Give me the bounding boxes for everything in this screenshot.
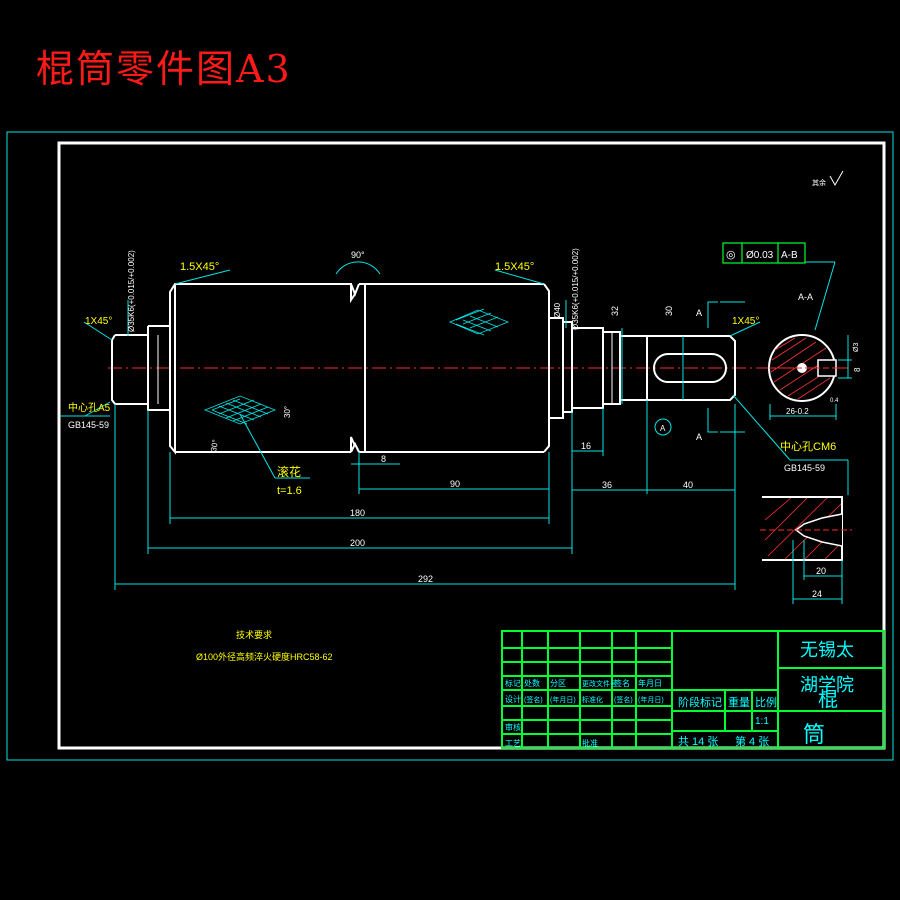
total-sheets: 共 14 张 xyxy=(678,735,718,748)
dim-20: 20 xyxy=(816,566,826,576)
section-label: A-A xyxy=(798,292,813,302)
chamfer-right-end: 1X45° xyxy=(732,316,759,327)
part-name-1: 棍 xyxy=(818,688,838,711)
title-block-text: 无锡太 湖学院 棍 筒 标记 处数 分区 更改文件号 签名 年月日 设计 (签名… xyxy=(505,640,854,748)
knurl-hatch-right xyxy=(448,308,510,336)
center-hole-right-1: 中心孔CM6 xyxy=(780,440,836,453)
cut-mark-top: A xyxy=(696,308,702,318)
dim-30: 30 xyxy=(664,306,674,316)
company-line2: 湖学院 xyxy=(800,675,854,695)
groove-angle: 90° xyxy=(351,250,365,260)
dimension-lines xyxy=(60,261,849,590)
tb-row1-2: 分区 xyxy=(550,679,566,688)
outer-frame xyxy=(6,131,894,761)
tol-right-shoulder: Ø40 xyxy=(553,302,562,318)
tb-row2-3: 标准化 xyxy=(582,695,603,704)
cut-mark-bottom: A xyxy=(696,432,702,442)
section-a-a: A-A xyxy=(760,292,852,420)
center-hole-right-2: GB145-59 xyxy=(784,463,825,473)
sheet-no: 第 4 张 xyxy=(735,734,769,748)
dim-key-d: Ø3 xyxy=(853,343,860,352)
tb-row2-2: (年月日) xyxy=(550,695,576,704)
roughness-note: 其余 xyxy=(812,178,826,187)
part-name-2: 筒 xyxy=(803,722,825,747)
gdt-frame: ◎ Ø0.03 A-B xyxy=(722,242,806,264)
dim-40: 40 xyxy=(683,480,693,490)
tech-req-line1: Ø100外径高频淬火硬度HRC58-62 xyxy=(196,651,333,662)
gdt-datum: A-B xyxy=(781,250,798,261)
tech-req-heading: 技术要求 xyxy=(236,629,272,640)
tb-row2-0: 设计 xyxy=(505,694,521,704)
page-title: 棍筒零件图A3 xyxy=(36,47,292,91)
tb-row1-5: 年月日 xyxy=(638,678,662,688)
tol-right-diameter: Ø35K6(+0.015/+0.002) xyxy=(571,248,580,330)
dim-key-h: 0.4 xyxy=(830,398,839,404)
dim-key-width: 8 xyxy=(853,367,862,372)
knurl-label: 滚花 xyxy=(277,464,301,479)
knurl-pitch: t=1.6 xyxy=(277,485,302,497)
tb-row1-3: 更改文件号 xyxy=(582,679,617,688)
tb-row2-5: (年月日) xyxy=(638,695,664,704)
dim-180: 180 xyxy=(350,508,365,518)
chamfer-left-end: 1X45° xyxy=(85,316,112,327)
center-hole-detail xyxy=(760,496,852,604)
tb-row4-3: 批准 xyxy=(582,738,598,748)
shaft-profile xyxy=(111,283,736,455)
chamfer-right-roll: 1.5X45° xyxy=(495,261,534,273)
weight-label: 重量 xyxy=(728,695,750,709)
scale-value: 1:1 xyxy=(755,716,769,727)
title-block xyxy=(501,630,885,749)
tb-row1-1: 处数 xyxy=(524,678,540,688)
tb-row1-0: 标记 xyxy=(505,678,521,688)
chamfer-left-roll: 1.5X45° xyxy=(180,261,219,273)
tech-requirements: 技术要求 Ø100外径高频淬火硬度HRC58-62 xyxy=(196,629,333,662)
tb-row3-0: 审核 xyxy=(505,722,521,732)
dim-24: 24 xyxy=(812,589,822,599)
dim-90: 90 xyxy=(450,479,460,489)
knurl-angle-2: 30° xyxy=(209,439,220,452)
tb-row2-1: (签名) xyxy=(524,695,543,704)
shaft-detail-lines xyxy=(157,332,613,404)
stage-label: 阶段标记 xyxy=(678,695,722,709)
dim-292: 292 xyxy=(418,574,433,584)
tol-left-diameter: Ø35K6(+0.015/+0.002) xyxy=(127,250,136,332)
dimension-texts: 1.5X45° 1.5X45° 1X45° 1X45° 90° Ø35K6(+0… xyxy=(68,248,862,599)
inner-frame xyxy=(57,141,886,750)
gdt-value: Ø0.03 xyxy=(746,250,774,261)
company-line1: 无锡太 xyxy=(800,640,854,660)
dim-32: 32 xyxy=(610,306,620,316)
tb-row1-4: 签名 xyxy=(614,678,630,688)
center-hole-left-2: GB145-59 xyxy=(68,420,109,430)
dim-36: 36 xyxy=(602,480,612,490)
center-hole-left-1: 中心孔A5 xyxy=(68,401,111,414)
knurl-angle-1: 30° xyxy=(283,406,292,418)
gdt-symbol: ◎ xyxy=(726,249,736,261)
dim-16: 16 xyxy=(581,441,591,451)
scale-label: 比例 xyxy=(755,695,777,709)
dim-8: 8 xyxy=(381,454,386,464)
tb-row2-4: (签名) xyxy=(614,695,633,704)
dim-200: 200 xyxy=(350,538,365,548)
tb-row4-0: 工艺 xyxy=(505,739,521,748)
knurl-hatch-left xyxy=(203,395,277,425)
roughness-mark: 其余 xyxy=(812,170,844,187)
dim-key-depth: 26-0.2 xyxy=(786,407,809,416)
datum-a: A xyxy=(660,424,666,433)
